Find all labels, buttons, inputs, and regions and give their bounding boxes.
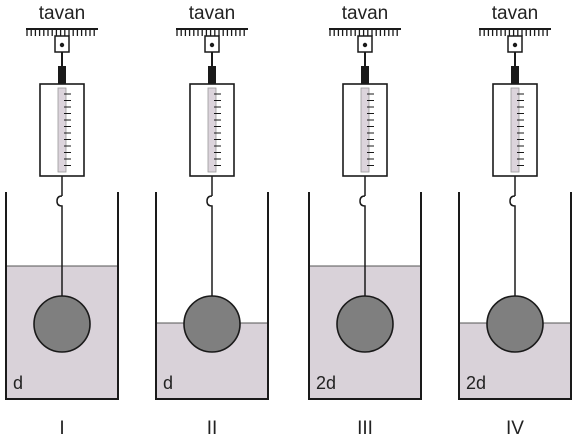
- panel-number: I: [59, 418, 64, 439]
- ceiling-hatch: [26, 29, 95, 36]
- container: [308, 192, 422, 400]
- panel-ii: tavan dII: [155, 3, 269, 439]
- hook: [206, 195, 213, 208]
- density-label: d: [13, 373, 23, 393]
- container: [5, 192, 119, 400]
- scale-ticks: [64, 93, 71, 166]
- bracket-pin: [362, 42, 368, 48]
- sphere: [486, 295, 544, 353]
- scale-strip: [360, 87, 370, 173]
- scale-strip: [207, 87, 217, 173]
- scale-top-rod: [361, 66, 369, 88]
- scale-ticks: [367, 93, 374, 166]
- scale-top-rod: [511, 66, 519, 88]
- scale-ticks: [517, 93, 524, 166]
- scale-strip: [510, 87, 520, 173]
- density-label: 2d: [466, 373, 486, 393]
- ceiling-hatch: [329, 29, 398, 36]
- bracket-pin: [209, 42, 215, 48]
- container: [155, 192, 269, 400]
- scale-ticks: [214, 93, 221, 166]
- ceiling-label: tavan: [189, 3, 235, 24]
- panel-i: tavan dI: [5, 3, 119, 439]
- ceiling-hatch: [479, 29, 548, 36]
- hook: [359, 195, 366, 208]
- ceiling-label: tavan: [492, 3, 538, 24]
- hook: [509, 195, 516, 208]
- ceiling-hatch: [176, 29, 245, 36]
- bracket-pin: [59, 42, 65, 48]
- ceiling-label: tavan: [342, 3, 388, 24]
- hook: [56, 195, 63, 208]
- panel-number: III: [357, 418, 373, 439]
- sphere: [33, 295, 91, 353]
- bracket-pin: [512, 42, 518, 48]
- panel-number: II: [207, 418, 218, 439]
- scale-strip: [57, 87, 67, 173]
- container: [458, 192, 572, 400]
- sphere: [183, 295, 241, 353]
- sphere: [336, 295, 394, 353]
- scale-top-rod: [208, 66, 216, 88]
- density-label: 2d: [316, 373, 336, 393]
- panel-number: IV: [506, 418, 524, 439]
- scale-top-rod: [58, 66, 66, 88]
- density-label: d: [163, 373, 173, 393]
- ceiling-label: tavan: [39, 3, 85, 24]
